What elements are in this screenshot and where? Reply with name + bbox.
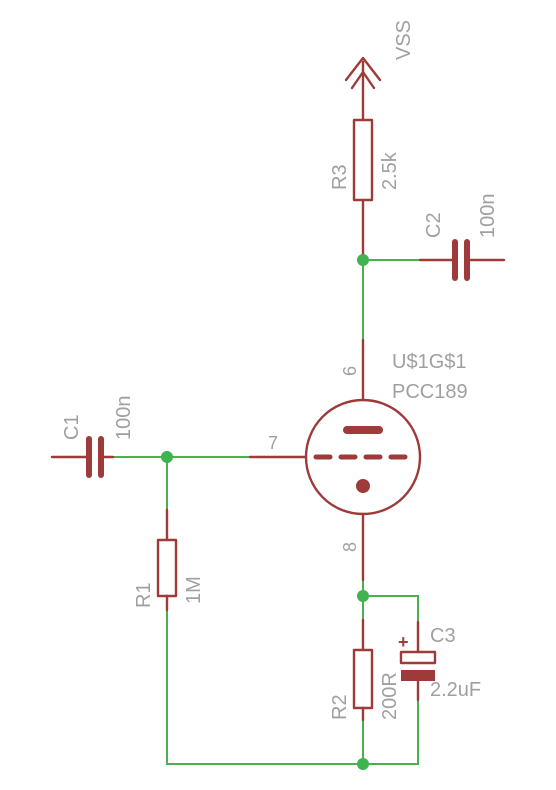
vss-arrow-icon	[344, 56, 382, 82]
c3-polarity-mark: +	[398, 632, 409, 652]
c3-name: C3	[430, 625, 456, 647]
junctions	[161, 254, 369, 770]
vss-supply-symbol: VSS	[344, 20, 415, 122]
r3-name: R3	[329, 164, 351, 190]
r1-value: 1M	[183, 576, 205, 604]
c3-value: 2.2uF	[430, 679, 481, 701]
c2-name: C2	[423, 212, 445, 238]
tube-name: U$1G$1	[392, 351, 467, 373]
junction-grid-node	[161, 451, 173, 463]
r2-value: 200R	[379, 672, 401, 720]
resistor-r3: R3 2.5k	[329, 118, 401, 262]
r1-name: R1	[133, 582, 155, 608]
junction-plate-node	[357, 254, 369, 266]
vss-label: VSS	[393, 20, 415, 60]
r2-name: R2	[329, 694, 351, 720]
tube-pin-grid: 7	[268, 433, 278, 453]
junction-ground-node	[357, 758, 369, 770]
capacitor-c1: C1 100n	[50, 396, 135, 478]
capacitor-c2: C2 100n	[418, 194, 506, 281]
r1-body	[156, 538, 178, 598]
resistor-r1: R1 1M	[133, 508, 205, 612]
c1-value: 100n	[113, 396, 135, 441]
r3-body	[352, 118, 374, 202]
c3-plate-positive	[399, 650, 437, 665]
vss-arrow-inner-icon	[350, 70, 376, 90]
capacitor-c3: + C3 2.2uF	[398, 620, 481, 702]
tube-value: PCC189	[392, 381, 468, 403]
triode-tube: 6 7 8 U$1G$1 PCC189	[248, 338, 468, 582]
tube-pin-plate: 6	[340, 366, 360, 376]
junction-cathode-node	[357, 590, 369, 602]
tube-pin-cathode: 8	[340, 542, 360, 552]
r3-value: 2.5k	[379, 151, 401, 190]
wires	[112, 259, 421, 765]
r2-body	[352, 648, 374, 710]
c3-plate-negative	[401, 670, 435, 681]
tube-cathode	[356, 479, 370, 493]
c1-name: C1	[61, 414, 83, 440]
c2-value: 100n	[477, 194, 499, 239]
resistor-r2: R2 200R	[329, 618, 401, 722]
